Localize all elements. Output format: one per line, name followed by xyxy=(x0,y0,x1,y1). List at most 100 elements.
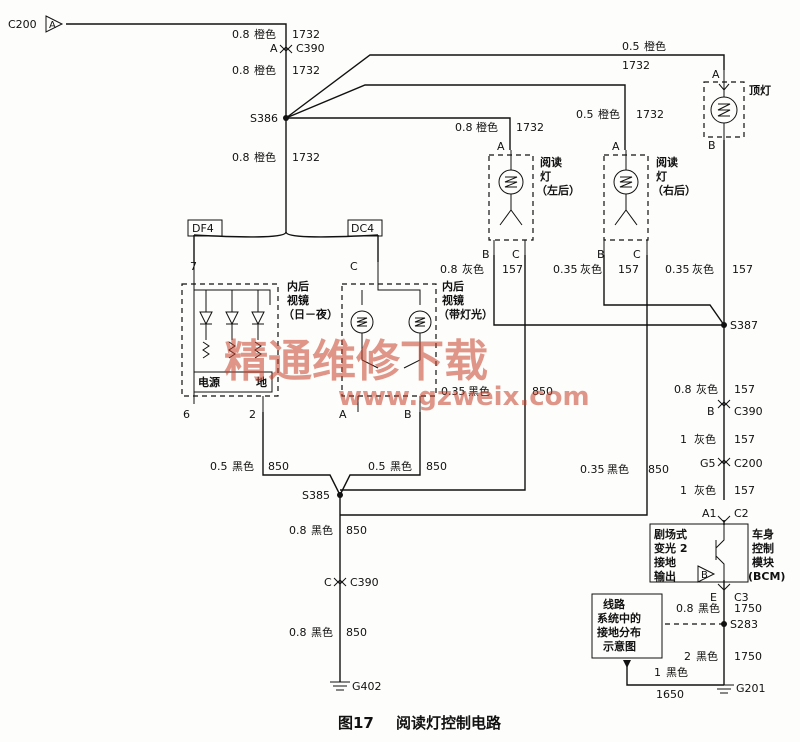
w-mirror-circuit: 850 xyxy=(532,385,553,398)
c390-bottom-connector: C C390 xyxy=(324,576,379,589)
w-dc4-circuit: 850 xyxy=(426,460,447,473)
w-c3-gauge: 0.8 xyxy=(676,602,694,615)
c200-top-label: C200 xyxy=(8,18,37,31)
dc4-pin-a: A xyxy=(339,408,347,421)
bcm-left-1: 剧场式 xyxy=(654,527,687,541)
w-rc-color: 黑色 xyxy=(607,462,629,476)
lr-line3: （左后） xyxy=(536,183,580,197)
c390-bottom-label: C390 xyxy=(350,576,379,589)
w-dome-circuit: 1732 xyxy=(622,59,650,72)
w-s387-color: 灰色 xyxy=(696,382,718,396)
w-dc4-gauge: 0.5 xyxy=(368,460,386,473)
c390-top-label: C390 xyxy=(296,42,325,55)
w2-color: 橙色 xyxy=(254,63,276,77)
ml-line3: （带灯光） xyxy=(438,307,493,321)
rr-pin-c: C xyxy=(633,248,641,261)
df4-label: DF4 xyxy=(192,222,214,235)
c200-right-pin: G5 xyxy=(700,457,716,470)
s387-splice: S387 xyxy=(721,319,758,332)
c200-top-pin: A xyxy=(49,20,56,31)
w-df4-color: 黑色 xyxy=(232,459,254,473)
dome-pin-b: B xyxy=(708,139,716,152)
s385-splice: S385 xyxy=(302,489,343,502)
c2-connector: A1 C2 xyxy=(702,507,749,523)
w-mirror-gauge: 0.35 xyxy=(441,385,466,398)
df4-connector: DF4 xyxy=(187,219,223,237)
w1-color: 橙色 xyxy=(254,27,276,41)
w-db-circuit: 157 xyxy=(732,263,753,276)
c3-pin: E xyxy=(710,591,717,604)
w3-circuit: 1732 xyxy=(292,151,320,164)
left-reading-lamp: A B C 阅读 灯 （左后） xyxy=(482,140,580,261)
w-s385b-color: 黑色 xyxy=(311,625,333,639)
w-s385a-gauge: 0.8 xyxy=(289,524,307,537)
figure-caption: 图17 阅读灯控制电路 xyxy=(338,714,502,732)
rr-pin-b: B xyxy=(597,248,605,261)
dome-lamp-label: 顶灯 xyxy=(749,83,771,97)
c390-right-connector: B C390 xyxy=(707,399,763,418)
w-lb-color: 灰色 xyxy=(462,262,484,276)
dc4-connector: DC4 xyxy=(347,219,383,237)
led-icon-3 xyxy=(251,311,265,326)
led-icon-2 xyxy=(225,311,239,326)
dc4-pin-c: C xyxy=(350,260,358,273)
w-s385a-circuit: 850 xyxy=(346,524,367,537)
df4-pin-6: 6 xyxy=(183,408,190,421)
rr-pin-a: A xyxy=(612,140,620,153)
bcm-left-3: 接地 xyxy=(654,555,676,569)
w-rb-color: 灰色 xyxy=(580,262,602,276)
ground-distribution-box: 线路 系统中的 接地分布 示意图 xyxy=(591,593,663,668)
c390-top-pin: A xyxy=(270,42,278,55)
dc4-pin-b: B xyxy=(404,408,412,421)
w-g201-gauge: 1 xyxy=(654,666,661,679)
mdn-line2: 视镜 xyxy=(287,293,309,307)
wire-labels: 0.8 橙色 1732 0.8 橙色 1732 0.8 橙色 1732 0.5 … xyxy=(210,27,762,701)
lr-line1: 阅读 xyxy=(540,155,562,169)
w-g201-color: 黑色 xyxy=(666,665,688,679)
w-lrl-gauge: 0.8 xyxy=(455,121,473,134)
w-lrl-circuit: 1732 xyxy=(516,121,544,134)
w-rrl-circuit: 1732 xyxy=(636,108,664,121)
c200-top-connector: C200 A xyxy=(8,15,64,33)
c3-label: C3 xyxy=(734,591,749,604)
g201-ground: G201 xyxy=(714,682,766,695)
watermark-line1: 精通维修下载 xyxy=(224,336,488,387)
ml-line1: 内后 xyxy=(442,279,464,293)
wire-grounds xyxy=(626,623,724,686)
lr-pin-b: B xyxy=(482,248,490,261)
wire-s386-branches xyxy=(285,54,725,150)
s283-label: S283 xyxy=(730,618,758,631)
bcm-right-3: 模块 xyxy=(752,555,775,569)
bcm-left-2: 变光 2 xyxy=(654,541,687,555)
w-rc-gauge: 0.35 xyxy=(580,463,605,476)
w-c390b-circuit: 157 xyxy=(734,433,755,446)
c390-top-connector: A C390 xyxy=(270,42,325,55)
w3-color: 橙色 xyxy=(254,150,276,164)
c2-pin: A1 xyxy=(702,507,717,520)
w2-gauge: 0.8 xyxy=(232,64,250,77)
w-s283-circuit: 1750 xyxy=(734,650,762,663)
rr-line1: 阅读 xyxy=(656,155,678,169)
w-rc-circuit: 850 xyxy=(648,463,669,476)
bcm-module: B 剧场式 变光 2 接地 输出 车身 控制 模块 (BCM) xyxy=(649,523,785,583)
w-db-gauge: 0.35 xyxy=(665,263,690,276)
g201-label: G201 xyxy=(736,682,766,695)
wire-reading-lamps xyxy=(340,255,725,516)
w-mirror-color: 黑色 xyxy=(468,384,490,398)
s283-splice: S283 xyxy=(721,618,758,631)
w-lb-gauge: 0.8 xyxy=(440,263,458,276)
led-icon-1 xyxy=(199,311,213,326)
bcm-buffer-icon: B xyxy=(701,570,708,581)
w-df4-circuit: 850 xyxy=(268,460,289,473)
w-lrl-color: 橙色 xyxy=(476,120,498,134)
g402-label: G402 xyxy=(352,680,382,693)
w-c200b-circuit: 157 xyxy=(734,484,755,497)
mirror-with-lamp: C A B 内后 视镜 （带灯光） xyxy=(339,260,493,421)
w-rb-circuit: 157 xyxy=(618,263,639,276)
w1-circuit: 1732 xyxy=(292,28,320,41)
caption-title: 阅读灯控制电路 xyxy=(396,714,502,732)
w-s385b-gauge: 0.8 xyxy=(289,626,307,639)
right-reading-lamp: A B C 阅读 灯 （右后） xyxy=(597,140,696,261)
